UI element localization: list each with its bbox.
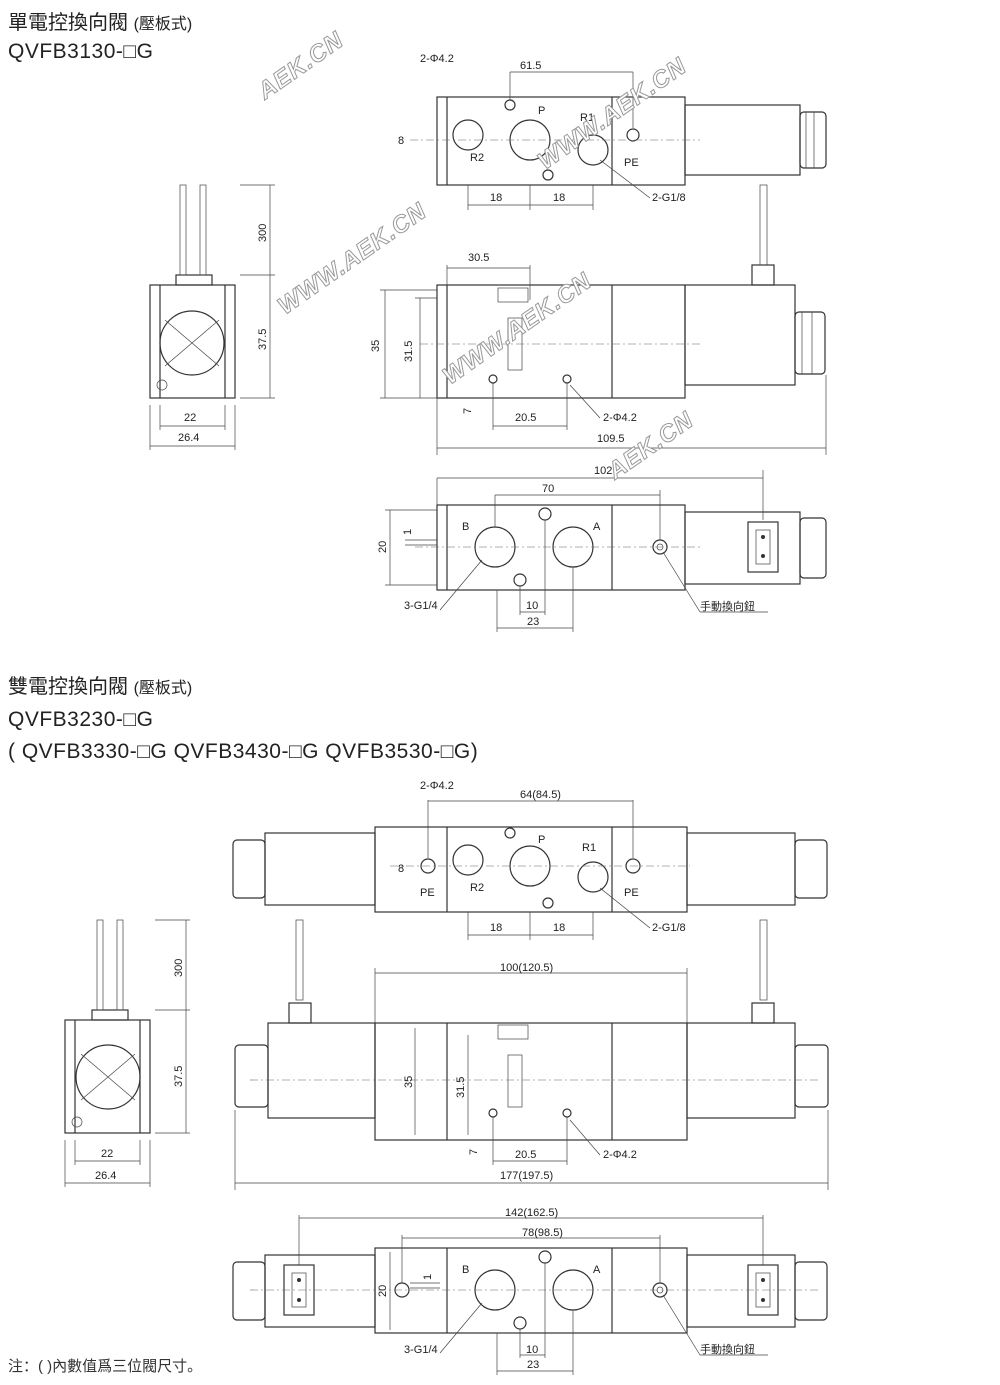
dim-height: 35: [370, 340, 382, 352]
dim-thread: 3-G1/4: [404, 600, 438, 612]
dim-inner-height: 31.5: [403, 341, 415, 362]
single-top-view: 2-Φ4.2 61.5 8 P R1 R2 PE 18 18 2-G1/8: [398, 53, 827, 210]
watermark: WWW.AEK.CN: [438, 268, 597, 390]
port-b: B: [462, 521, 469, 533]
dim-offset: 8: [398, 863, 404, 875]
dim-thread: 2-G1/8: [652, 922, 686, 934]
dim-offset: 1: [402, 529, 414, 535]
port-r1: R1: [582, 842, 596, 854]
title-text: 單電控換向閥: [8, 12, 128, 34]
dim-pitch: 23: [527, 616, 539, 628]
dim-height: 20: [377, 1285, 389, 1297]
dim-holes: 2-Φ4.2: [420, 780, 454, 792]
dim-pitch-left: 18: [490, 192, 502, 204]
dim-length: 177(197.5): [500, 1170, 553, 1182]
dim-pitch-right: 18: [553, 922, 565, 934]
dim-height: 37.5: [257, 329, 269, 350]
port-pe-left: PE: [420, 887, 435, 899]
title-text: 雙電控換向閥: [8, 676, 128, 698]
port-a: A: [593, 1264, 601, 1276]
dim-inner-width: 22: [101, 1148, 113, 1160]
dim-span-inner: 78(98.5): [522, 1227, 563, 1239]
port-p: P: [538, 834, 545, 846]
double-side-view: 300 37.5 22 26.4: [64, 919, 190, 1187]
dim-hole-pitch: 20.5: [515, 412, 536, 424]
double-models-alt: ( QVFB3330-□G QVFB3430-□G QVFB3530-□G): [8, 740, 479, 763]
dim-height: 35: [403, 1076, 415, 1088]
title-sub: (壓板式): [133, 16, 193, 33]
dim-length: 109.5: [597, 433, 625, 445]
dim-outer-width: 26.4: [178, 432, 199, 444]
double-model: QVFB3230-□G: [8, 708, 154, 731]
single-bottom-view: 102 70 1 20 B A 3-G1/4 10 23 手動換向鈕: [377, 465, 827, 632]
dim-holes: 2-Φ4.2: [420, 53, 454, 65]
dim-holes: 2-Φ4.2: [603, 412, 637, 424]
single-front-view: 30.5 35 31.5 7 20.5 2-Φ4.2 109.5: [370, 184, 827, 455]
watermark: WWW.AEK.CN: [273, 198, 432, 320]
double-top-view: 2-Φ4.2 64(84.5) 8 P R1 R2 PE PE 18 18 2-…: [232, 780, 828, 940]
dim-offset: 8: [398, 135, 404, 147]
dim-span-outer: 102: [594, 465, 612, 477]
dim-body-length: 100(120.5): [500, 962, 553, 974]
port-r2: R2: [470, 882, 484, 894]
dim-lead: 300: [257, 224, 269, 242]
dim-width: 61.5: [520, 60, 541, 72]
dim-offset: 1: [422, 1274, 434, 1280]
dim-width: 64(84.5): [520, 789, 561, 801]
dim-height: 20: [377, 541, 389, 553]
port-r2: R2: [470, 152, 484, 164]
dim-outer-width: 26.4: [95, 1170, 116, 1182]
single-valve-title: 單電控換向閥 (壓板式): [8, 6, 192, 35]
footnote: 注：( )內數值爲三位閥尺寸。: [8, 1358, 203, 1375]
port-r1: R1: [580, 112, 594, 124]
manual-override-label: 手動換向鈕: [700, 1342, 755, 1356]
port-p: P: [538, 105, 545, 117]
dim-pitch-small: 10: [526, 600, 538, 612]
dim-lead: 300: [173, 959, 185, 977]
dim-pitch-left: 18: [490, 922, 502, 934]
dim-pitch-small: 10: [526, 1344, 538, 1356]
dim-height: 37.5: [173, 1066, 185, 1087]
dim-offset: 30.5: [468, 252, 489, 264]
double-bottom-view: 142(162.5) 78(98.5) 20 1 B A 3-G1/4 10 2…: [232, 1207, 828, 1375]
dim-inner-width: 22: [184, 412, 196, 424]
dim-inner-height: 31.5: [455, 1077, 467, 1098]
title-sub: (壓板式): [133, 680, 193, 697]
dim-thread: 2-G1/8: [652, 192, 686, 204]
port-b: B: [462, 1264, 469, 1276]
port-a: A: [593, 521, 601, 533]
dim-span-inner: 70: [542, 483, 554, 495]
dim-hole-offset: 7: [462, 408, 474, 414]
double-front-view: 100(120.5) 35 31.5 7 20.5 2-Φ4.2 177(197…: [234, 919, 829, 1190]
manual-override-label: 手動換向鈕: [700, 599, 755, 613]
dim-thread: 3-G1/4: [404, 1344, 438, 1356]
double-valve-title: 雙電控換向閥 (壓板式): [8, 670, 192, 699]
dim-holes: 2-Φ4.2: [603, 1149, 637, 1161]
watermark: AEK.CN: [252, 27, 349, 106]
single-side-view: 300 37.5 22 26.4: [149, 184, 275, 450]
dim-hole-pitch: 20.5: [515, 1149, 536, 1161]
dim-pitch-right: 18: [553, 192, 565, 204]
port-pe-right: PE: [624, 887, 639, 899]
dim-pitch: 23: [527, 1359, 539, 1371]
dim-span-outer: 142(162.5): [505, 1207, 558, 1219]
single-model: QVFB3130-□G: [8, 40, 154, 63]
port-pe: PE: [624, 157, 639, 169]
dim-hole-offset: 7: [468, 1149, 480, 1155]
